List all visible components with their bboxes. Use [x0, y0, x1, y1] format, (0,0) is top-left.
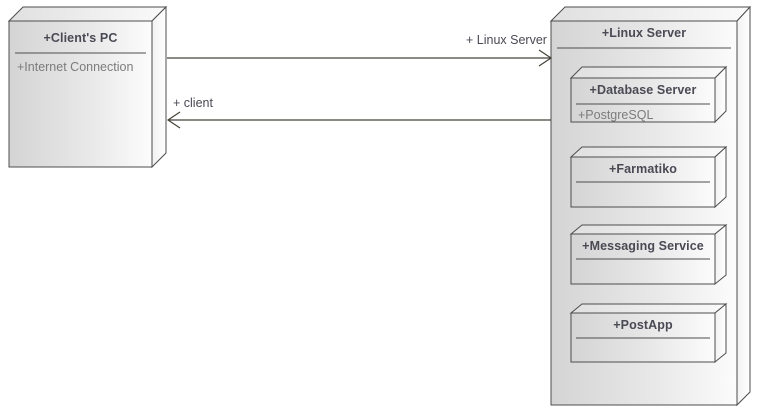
connection-server-to-client-arrowhead — [166, 111, 181, 129]
messaging-service-side-face — [714, 223, 727, 286]
postapp-side-face — [714, 302, 727, 364]
connection-client-to-server[interactable] — [167, 49, 553, 67]
client-pc-front-face — [8, 20, 153, 168]
connection-client-to-server-arrowhead — [538, 49, 553, 67]
database-server-top-face — [569, 66, 728, 79]
linux-server-side-face — [736, 5, 751, 407]
farmatiko-side-face — [714, 145, 727, 209]
connection-server-to-client[interactable] — [166, 111, 551, 129]
client-pc-side-face — [151, 5, 167, 169]
node-linux-server[interactable] — [549, 5, 752, 407]
client-pc-top-face — [7, 6, 168, 22]
node-farmatiko[interactable] — [569, 145, 728, 209]
node-database-server[interactable] — [569, 65, 728, 124]
node-client-pc[interactable] — [7, 5, 168, 169]
postapp-top-face — [569, 303, 728, 314]
messaging-service-top-face — [569, 224, 728, 235]
linux-server-top-face — [549, 6, 752, 22]
database-server-front-face — [570, 77, 716, 123]
node-messaging-service[interactable] — [569, 223, 728, 286]
node-postapp[interactable] — [569, 302, 728, 364]
farmatiko-top-face — [569, 146, 728, 158]
